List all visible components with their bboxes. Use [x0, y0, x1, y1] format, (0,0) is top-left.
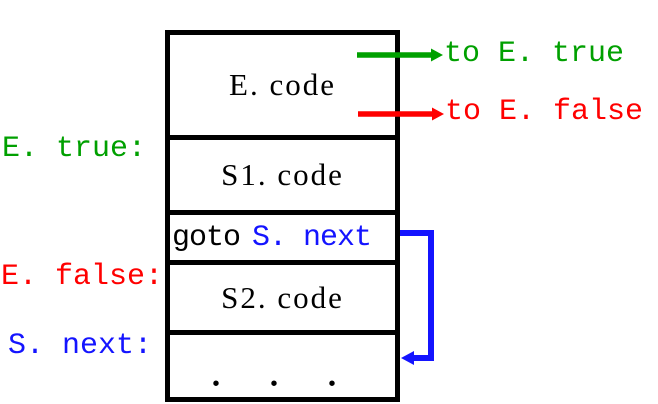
- true-exit-arrowhead-icon: [431, 48, 443, 62]
- s2-code-label: S2. code: [221, 279, 344, 315]
- e-false-label: E. false:: [1, 260, 164, 294]
- row-e-code: E. code: [170, 35, 395, 140]
- e-true-label: E. true:: [2, 132, 147, 166]
- row-goto-s-next: goto S. next: [170, 215, 395, 265]
- goto-target: S. next: [252, 220, 372, 255]
- to-e-false-label: to E. false: [445, 95, 644, 129]
- row-s2-code: S2. code: [170, 265, 395, 335]
- row-ellipsis: • • •: [170, 335, 395, 397]
- s-next-label: S. next:: [8, 329, 153, 363]
- ellipsis-label: • • •: [209, 374, 355, 397]
- row-s1-code: S1. code: [170, 140, 395, 215]
- goto-jump-arrow: [400, 230, 434, 365]
- goto-keyword: goto: [172, 220, 241, 255]
- e-code-label: E. code: [229, 67, 336, 102]
- s1-code-label: S1. code: [221, 157, 344, 192]
- goto-jump-arrowhead-icon: [401, 351, 414, 365]
- to-e-true-label: to E. true: [444, 37, 625, 71]
- false-exit-arrowhead-icon: [432, 107, 444, 121]
- memory-box: E. code S1. code goto S. next S2. code •…: [165, 30, 400, 402]
